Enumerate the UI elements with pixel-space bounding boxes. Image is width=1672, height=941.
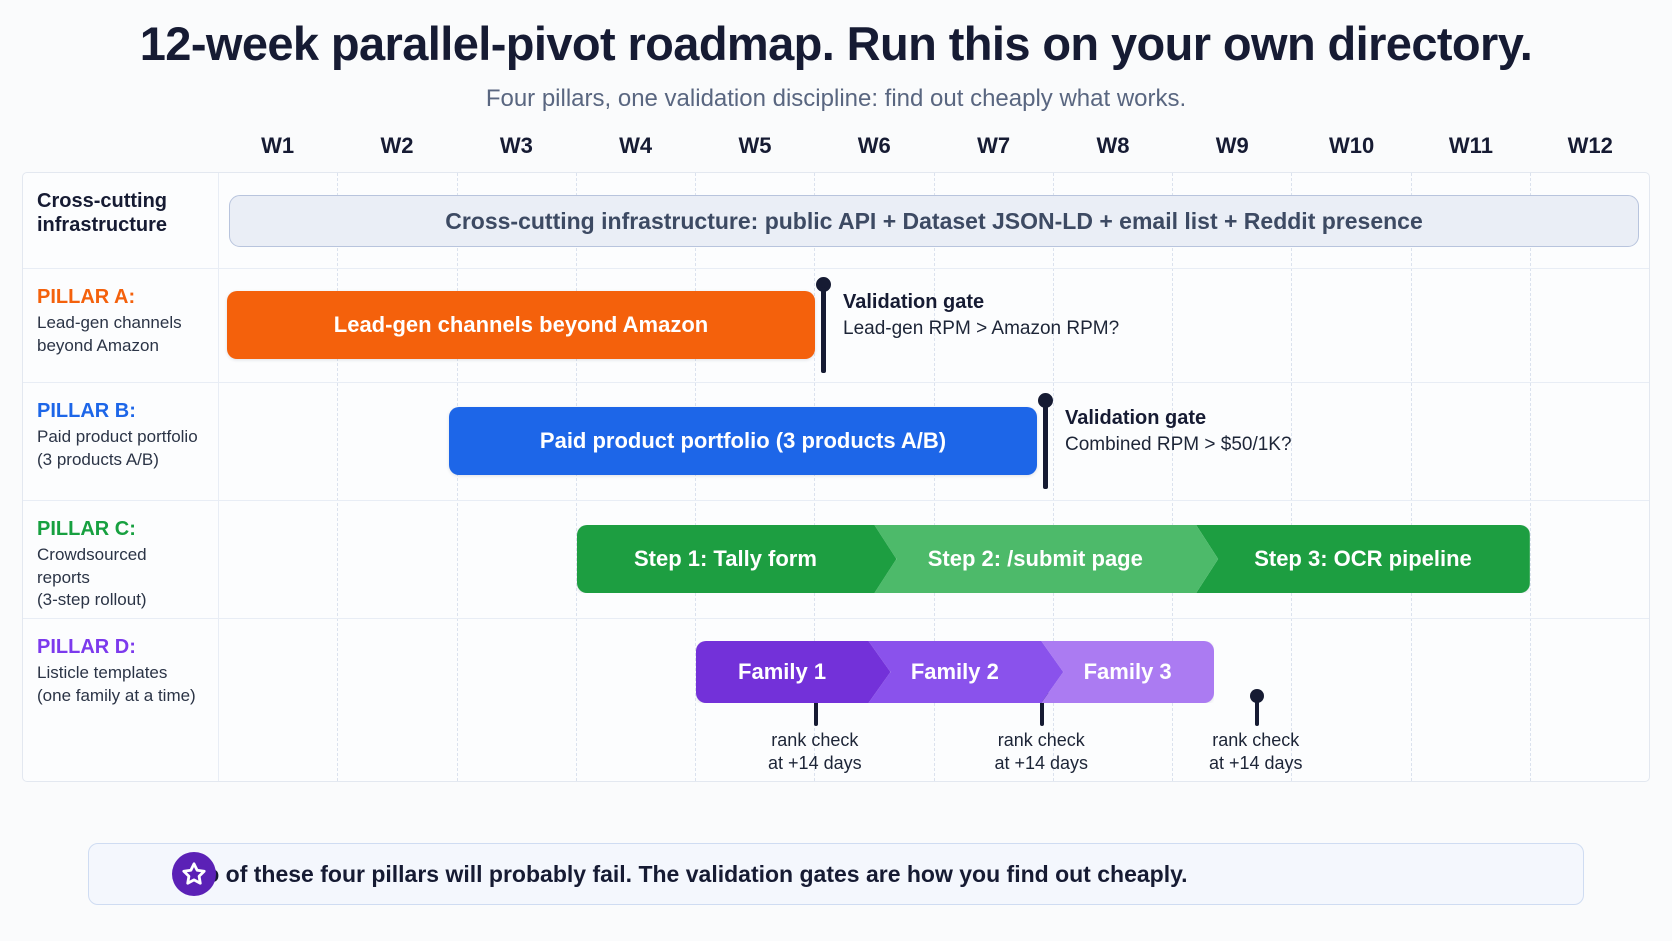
gate-a-criterion: Lead-gen RPM > Amazon RPM?	[843, 318, 1120, 339]
track-pillar-d: Family 1 Family 2 Family 3 rank check at +14…	[219, 619, 1649, 781]
track-pillar-a: Lead-gen channels beyond Amazon Validati…	[219, 269, 1649, 382]
week-label-w2: W2	[380, 133, 414, 158]
chevron-segment[interactable]: Family 3	[1041, 641, 1215, 703]
bar-pillar-a-label: Lead-gen channels beyond Amazon	[333, 312, 709, 337]
row-pillar-c: PILLAR C: Crowdsourced reports (3-step r…	[23, 501, 1649, 619]
gate-stem	[821, 287, 826, 373]
gate-b-title: Validation gate	[1065, 407, 1207, 429]
week-label-w3: W3	[499, 133, 533, 158]
bar-pillar-b[interactable]: Paid product portfolio (3 products A/B)	[449, 407, 1037, 475]
footer-callout: Two of these four pillars will probably …	[88, 843, 1584, 905]
rank-check-line2: at +14 days	[1208, 753, 1303, 774]
star-badge-icon	[172, 852, 216, 896]
bar-pillar-b-label: Paid product portfolio (3 products A/B)	[539, 428, 947, 453]
week-header-row: W1 W2 W3 W4 W5 W6 W7 W8 W9 W10 W11 W12	[218, 133, 1650, 167]
chevron-label: Family 2	[910, 659, 999, 684]
bar-infrastructure-label: Cross-cutting infrastructure: public API…	[445, 207, 1423, 234]
gate-b-criterion: Combined RPM > $50/1K?	[1065, 434, 1292, 455]
pillar-a-desc-line1: Lead-gen channels	[37, 313, 182, 333]
gate-dot-icon	[1038, 393, 1053, 408]
chevron-segment[interactable]: Step 2: /submit page	[874, 525, 1219, 593]
gate-dot-icon	[816, 277, 831, 292]
rank-check-stem	[1040, 696, 1045, 726]
pillar-b-key: PILLAR B:	[37, 400, 136, 422]
rank-check-label: rank check at +14 days	[725, 729, 905, 776]
pillar-c-desc-line1: Crowdsourced reports	[37, 545, 147, 587]
week-label-w1: W1	[261, 133, 295, 158]
infra-label-line1: Cross-cutting	[37, 190, 167, 212]
row-label-pillar-b: PILLAR B: Paid product portfolio (3 prod…	[23, 383, 219, 500]
rank-check-line1: rank check	[1212, 730, 1300, 750]
week-label-w6: W6	[857, 133, 891, 158]
chevron-label: Step 2: /submit page	[927, 546, 1143, 571]
chevron-label: Step 1: Tally form	[633, 546, 817, 571]
bar-pillar-a[interactable]: Lead-gen channels beyond Amazon	[227, 291, 815, 359]
pillar-b-desc-line2: (3 products A/B)	[37, 449, 159, 469]
chevron-segment[interactable]: Family 2	[868, 641, 1064, 703]
row-infrastructure: Cross-cutting infrastructure Cross-cutti…	[23, 173, 1649, 269]
pillar-a-key: PILLAR A:	[37, 286, 136, 308]
track-pillar-b: Paid product portfolio (3 products A/B) …	[219, 383, 1649, 500]
rank-check-line2: at +14 days	[994, 753, 1089, 774]
chevron-segment[interactable]: Step 1: Tally form	[576, 525, 897, 593]
rank-check-line2: at +14 days	[768, 753, 862, 774]
infra-label-line2: infrastructure	[37, 214, 168, 237]
pillar-b-desc-line1: Paid product portfolio	[37, 427, 198, 447]
row-pillar-a: PILLAR A: Lead-gen channels beyond Amazo…	[23, 269, 1649, 383]
rank-check-stem	[813, 696, 818, 726]
rank-check-line1: rank check	[771, 730, 859, 750]
bar-infrastructure[interactable]: Cross-cutting infrastructure: public API…	[229, 195, 1639, 247]
week-label-w7: W7	[977, 133, 1011, 158]
pillar-c-key: PILLAR C:	[37, 518, 136, 540]
pillar-d-key: PILLAR D:	[37, 636, 136, 658]
row-label-pillar-c: PILLAR C: Crowdsourced reports (3-step r…	[23, 501, 219, 618]
track-infrastructure: Cross-cutting infrastructure: public API…	[219, 173, 1649, 268]
row-label-infrastructure: Cross-cutting infrastructure	[23, 173, 219, 268]
pillar-d-desc-line1: Listicle templates	[37, 663, 168, 683]
chevron-segment[interactable]: Step 3: OCR pipeline	[1196, 525, 1530, 593]
week-label-w12: W12	[1567, 133, 1613, 158]
rank-check-label: rank check at +14 days	[1166, 729, 1346, 776]
week-label-w4: W4	[619, 133, 653, 158]
chevron-label: Family 3	[1083, 659, 1172, 684]
track-pillar-c: Step 1: Tally form Step 2: /submit page St…	[219, 501, 1649, 618]
page-title: 12-week parallel-pivot roadmap. Run this…	[139, 17, 1533, 70]
week-label-w5: W5	[738, 133, 772, 158]
rank-check-line1: rank check	[997, 730, 1085, 750]
footer-callout-text: Two of these four pillars will probably …	[175, 860, 1188, 887]
rank-check-label: rank check at +14 days	[951, 729, 1131, 776]
row-label-pillar-d: PILLAR D: Listicle templates (one family…	[23, 619, 219, 781]
rank-check-stem	[1254, 696, 1259, 726]
row-pillar-b: PILLAR B: Paid product portfolio (3 prod…	[23, 383, 1649, 501]
chevron-label: Family 1	[738, 659, 827, 684]
chevron-segment[interactable]: Family 1	[695, 641, 891, 703]
pillar-a-desc-line2: beyond Amazon	[37, 335, 159, 355]
page-subtitle: Four pillars, one validation discipline:…	[485, 85, 1187, 112]
pillar-d-desc-line2: (one family at a time)	[37, 685, 196, 705]
week-label-w10: W10	[1328, 133, 1375, 158]
row-pillar-d: PILLAR D: Listicle templates (one family…	[23, 619, 1649, 781]
gate-stem	[1043, 403, 1048, 489]
chevron-label: Step 3: OCR pipeline	[1254, 546, 1472, 571]
week-label-w8: W8	[1096, 133, 1130, 158]
gate-a-title: Validation gate	[843, 291, 985, 313]
week-label-w9: W9	[1215, 133, 1249, 158]
row-label-pillar-a: PILLAR A: Lead-gen channels beyond Amazo…	[23, 269, 219, 382]
week-label-w11: W11	[1448, 133, 1493, 158]
pillar-c-desc-line2: (3-step rollout)	[37, 590, 147, 610]
roadmap-chart: Cross-cutting infrastructure Cross-cutti…	[22, 172, 1650, 782]
